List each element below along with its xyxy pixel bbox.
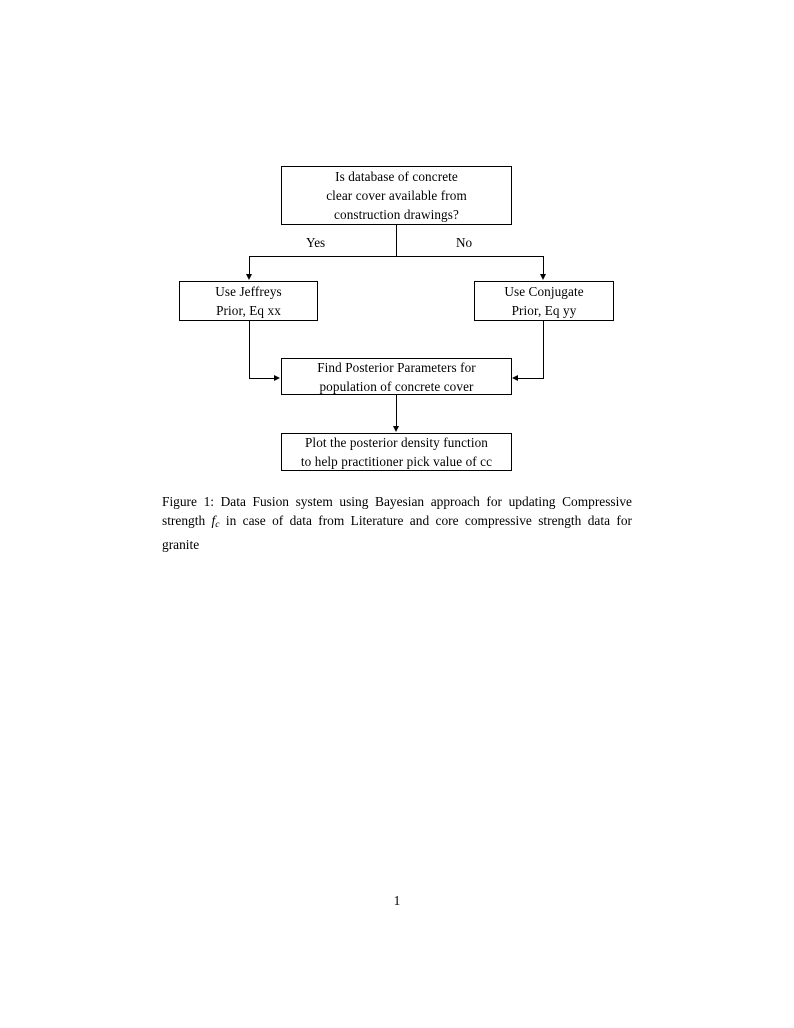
edge-conjugate-into-posterior	[518, 378, 544, 379]
edge-label-yes: Yes	[306, 235, 326, 250]
figure-caption: Figure 1: Data Fusion system using Bayes…	[162, 492, 632, 554]
edge-jeffreys-into-posterior	[249, 378, 275, 379]
node-posterior-line-1: Find Posterior Parameters for	[317, 359, 476, 375]
caption-symbol-subscript: c	[215, 519, 220, 531]
edge-yes-drop	[249, 256, 250, 275]
node-question-line-1: Is database of concrete	[335, 169, 458, 184]
flowchart-node-posterior-parameters: Find Posterior Parameters for population…	[281, 358, 512, 395]
node-plot-line-1: Plot the posterior density function	[305, 435, 488, 450]
edge-posterior-to-plot	[396, 395, 397, 427]
edge-jeffreys-down	[249, 321, 250, 378]
node-question-line-3: construction drawings?	[334, 207, 459, 222]
node-jeffreys-line-1: Use Jeffreys	[215, 284, 282, 299]
node-conjugate-line-1: Use Conjugate	[504, 284, 584, 299]
caption-text-part-1: Data Fusion system using Bayesian approa…	[162, 494, 632, 529]
caption-text-part-2: in case of data from Literature and core…	[162, 513, 632, 552]
node-question-line-2: clear cover available from	[326, 188, 467, 203]
arrowhead-down-icon	[246, 274, 253, 280]
page-number: 1	[393, 893, 401, 908]
edge-split-bar	[249, 256, 544, 257]
edge-label-no: No	[456, 235, 473, 250]
arrowhead-right-icon	[274, 374, 280, 381]
node-posterior-line-2: population of concrete cover	[319, 378, 474, 394]
flowchart-figure: Yes No Is database of concrete clear cov…	[0, 0, 794, 490]
flowchart-node-conjugate-prior: Use Conjugate Prior, Eq yy	[474, 281, 614, 321]
edge-question-stem	[396, 225, 397, 257]
caption-symbol-f: f	[211, 513, 216, 529]
flowchart-node-question: Is database of concrete clear cover avai…	[281, 166, 512, 225]
caption-label: Figure 1:	[162, 494, 214, 509]
arrowhead-down-icon	[393, 426, 400, 432]
node-conjugate-line-2: Prior, Eq yy	[511, 303, 577, 318]
arrowhead-left-icon	[512, 374, 518, 381]
flowchart-node-plot-density: Plot the posterior density function to h…	[281, 433, 512, 471]
edge-no-drop	[543, 256, 544, 275]
node-plot-line-2: to help practitioner pick value of cc	[300, 454, 493, 469]
flowchart-node-jeffreys-prior: Use Jeffreys Prior, Eq xx	[179, 281, 318, 321]
edge-conjugate-down	[543, 321, 544, 378]
arrowhead-down-icon	[540, 274, 547, 280]
node-jeffreys-line-2: Prior, Eq xx	[216, 303, 281, 318]
